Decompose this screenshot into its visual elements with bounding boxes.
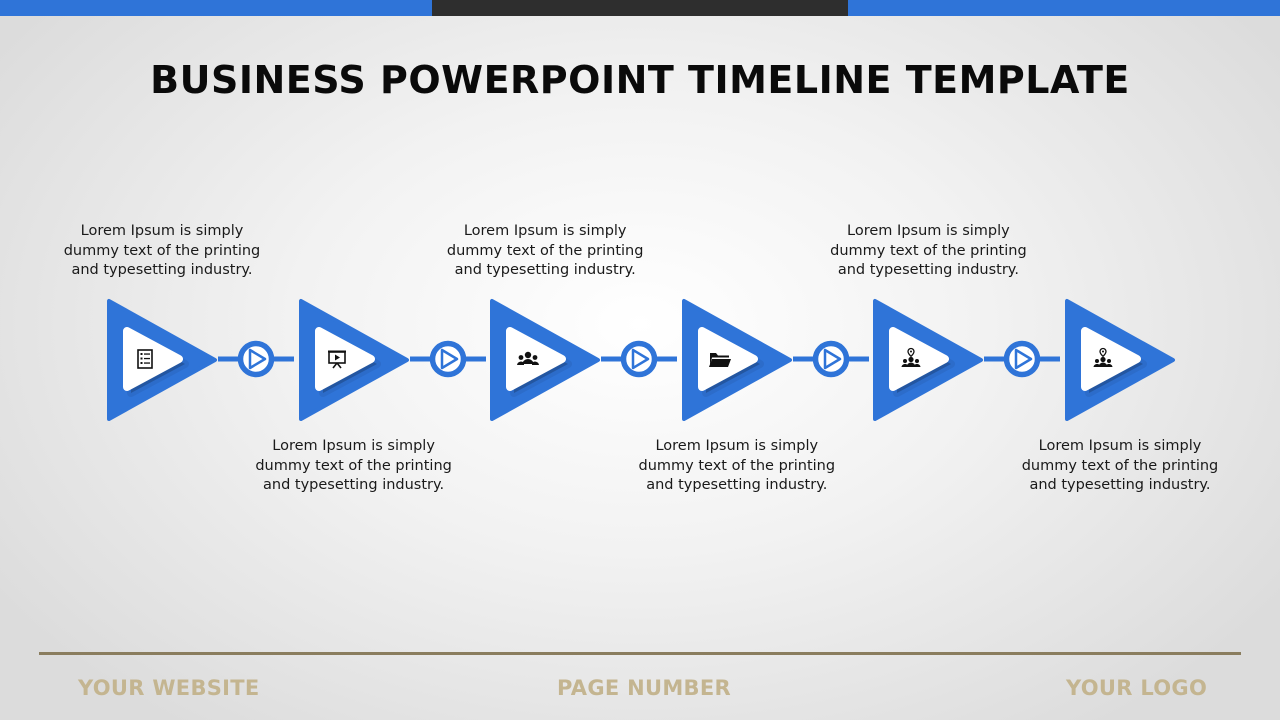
play-triangle-shape xyxy=(873,299,984,421)
step-description: Lorem Ipsum is simply dummy text of the … xyxy=(830,223,1027,278)
top-accent-bar-center xyxy=(432,0,848,16)
connector-play-outline xyxy=(823,348,842,370)
team-location-icon xyxy=(901,347,921,367)
connector-play xyxy=(824,350,840,368)
play-triangle-shape xyxy=(107,299,217,421)
connector-play xyxy=(1016,350,1032,368)
connector-play xyxy=(633,350,649,368)
slide-title: BUSINESS POWERPOINT TIMELINE TEMPLATE xyxy=(150,58,1130,102)
timeline-connector xyxy=(984,340,1061,378)
top-accent-bar-left xyxy=(0,0,432,16)
checklist-icon xyxy=(137,349,153,369)
play-triangle-shape xyxy=(490,299,601,421)
team-icon xyxy=(517,351,540,365)
timeline-connector xyxy=(409,340,486,378)
footer-divider xyxy=(39,652,1241,655)
timeline-connector xyxy=(601,340,678,378)
step-description: Lorem Ipsum is simply dummy text of the … xyxy=(446,223,644,278)
play-triangle-shape xyxy=(298,299,409,421)
triangle-white xyxy=(1081,327,1141,391)
connector-play-outline xyxy=(1015,348,1033,370)
step-description: Lorem Ipsum is simply dummy text of the … xyxy=(638,438,836,493)
top-accent-bar-right xyxy=(848,0,1280,16)
presentation-icon xyxy=(327,350,346,369)
folder-icon xyxy=(708,353,731,367)
connector-play-outline xyxy=(440,348,458,370)
footer-website: YOUR WEBSITE xyxy=(78,676,260,700)
triangle-white xyxy=(123,327,183,391)
team-location-icon xyxy=(1093,347,1113,367)
connector-play xyxy=(441,350,457,368)
play-triangle-shape xyxy=(1065,299,1175,421)
connector-play-outline xyxy=(631,348,650,370)
timeline-connector xyxy=(218,340,294,378)
connector-play-outline xyxy=(248,348,267,370)
footer-logo: YOUR LOGO xyxy=(1066,676,1208,700)
step-description: Lorem Ipsum is simply dummy text of the … xyxy=(63,223,261,278)
footer-page-number: PAGE NUMBER xyxy=(557,676,731,700)
triangle-white xyxy=(889,327,950,391)
connector-play xyxy=(250,350,265,368)
step-description: Lorem Ipsum is simply dummy text of the … xyxy=(1021,438,1219,493)
play-triangle-shape xyxy=(681,299,792,421)
step-description: Lorem Ipsum is simply dummy text of the … xyxy=(255,438,452,493)
timeline-connector xyxy=(792,340,869,378)
